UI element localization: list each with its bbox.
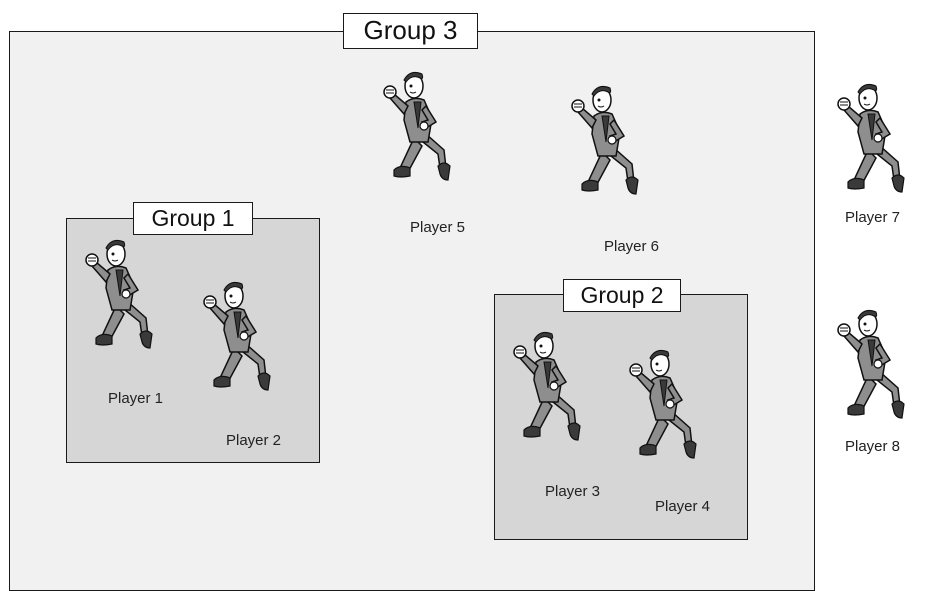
running-man-icon <box>82 236 154 358</box>
player-3-figure <box>510 328 582 450</box>
group-2-label: Group 2 <box>563 279 681 312</box>
player-4-figure <box>626 346 698 468</box>
running-man-icon <box>380 68 452 190</box>
player-1-label: Player 1 <box>108 390 163 407</box>
player-8-figure <box>834 306 906 428</box>
player-7-figure <box>834 80 906 202</box>
player-5-label: Player 5 <box>410 219 465 236</box>
player-7-label: Player 7 <box>845 209 900 226</box>
player-8-label: Player 8 <box>845 438 900 455</box>
player-5-figure <box>380 68 452 190</box>
player-2-figure <box>200 278 272 400</box>
player-1-figure <box>82 236 154 358</box>
player-6-figure <box>568 82 640 204</box>
player-4-label: Player 4 <box>655 498 710 515</box>
running-man-icon <box>834 80 906 202</box>
running-man-icon <box>568 82 640 204</box>
player-3-label: Player 3 <box>545 483 600 500</box>
running-man-icon <box>200 278 272 400</box>
running-man-icon <box>626 346 698 468</box>
player-2-label: Player 2 <box>226 432 281 449</box>
running-man-icon <box>834 306 906 428</box>
player-6-label: Player 6 <box>604 238 659 255</box>
group-1-label: Group 1 <box>133 202 253 235</box>
group-3-label: Group 3 <box>343 13 478 49</box>
running-man-icon <box>510 328 582 450</box>
